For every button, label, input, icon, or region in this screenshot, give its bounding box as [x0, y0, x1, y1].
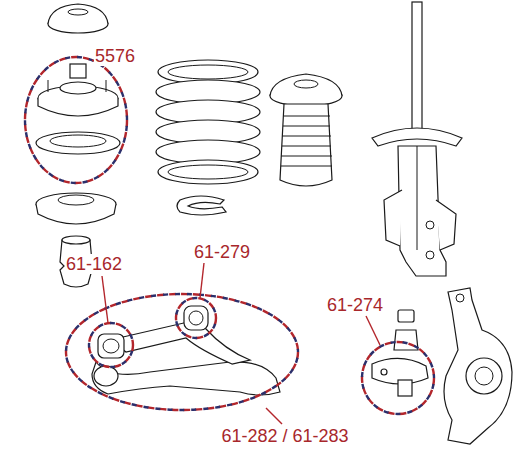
callout-number-box: 61-274: [326, 295, 384, 315]
leader-line: [366, 316, 380, 345]
strut-mount: [36, 64, 120, 154]
ball-joint: [372, 310, 428, 396]
lower-control-arm: [92, 306, 280, 395]
callout-number: 61-162: [65, 254, 123, 274]
callout-number-box: 5576: [94, 46, 136, 66]
steering-knuckle: [444, 288, 512, 444]
top-cap: [48, 4, 108, 33]
leader-line: [266, 408, 282, 424]
spring-insulator: [177, 196, 226, 215]
dust-boot: [270, 74, 342, 186]
callout-number-box: 61-279: [193, 242, 251, 262]
leader-line: [200, 263, 204, 298]
coil-spring: [156, 60, 260, 184]
strut-assembly: [372, 2, 462, 276]
callout-number-box: 61-162: [65, 254, 123, 274]
callout-number: 61-282 / 61-283: [220, 426, 349, 446]
callout-number: 61-274: [326, 295, 384, 315]
callout-number: 61-279: [193, 242, 251, 262]
callout-number: 5576: [94, 46, 136, 66]
leader-line: [102, 276, 108, 323]
spring-seat: [36, 193, 116, 224]
callout-number-box: 61-282 / 61-283: [220, 426, 349, 446]
